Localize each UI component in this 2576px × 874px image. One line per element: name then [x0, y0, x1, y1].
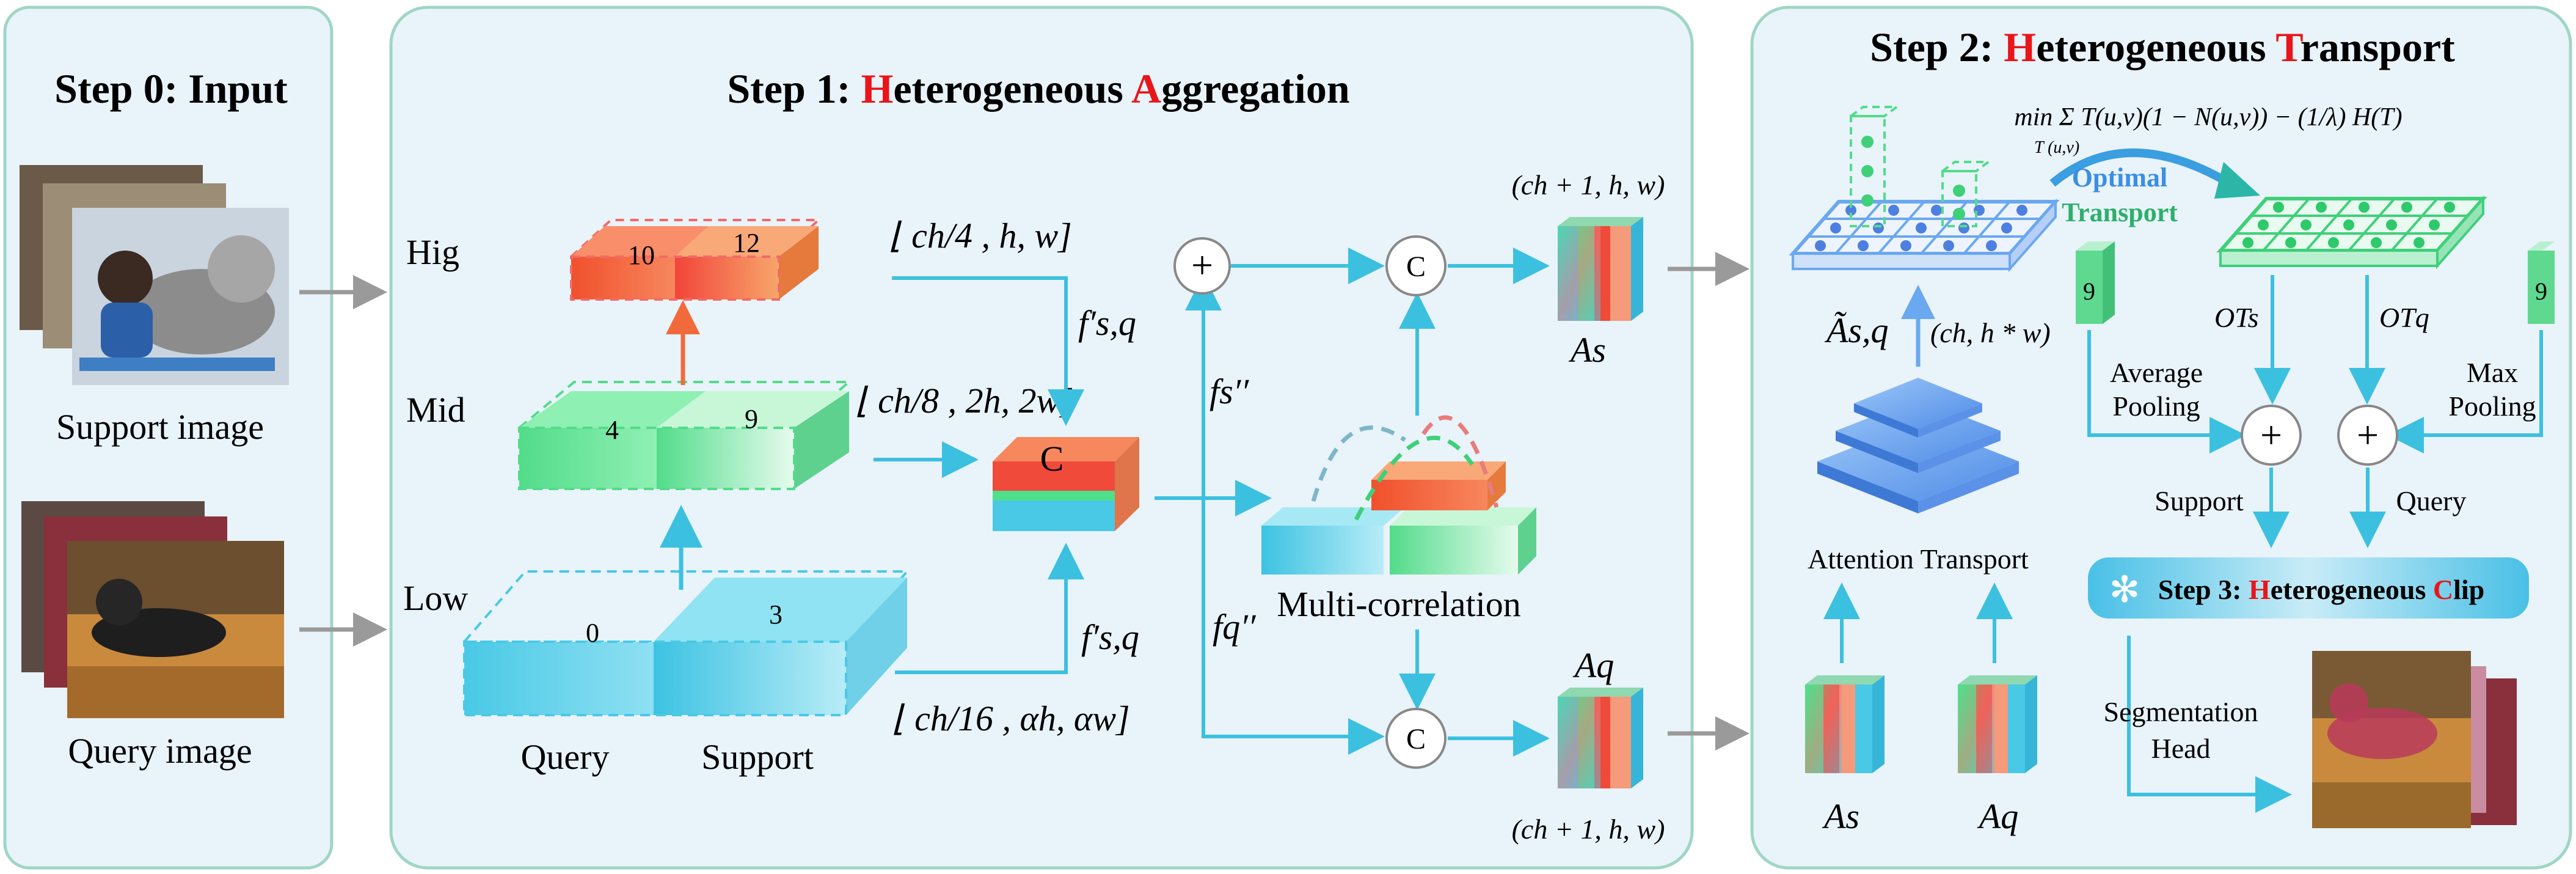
plus-node-query-step2-label: + [2357, 413, 2379, 457]
As-cube-step2 [1805, 675, 1885, 773]
f-q-double-prime: fq′′ [1213, 607, 1257, 647]
support-feature-9: 9 [2076, 241, 2115, 324]
block-number-low-query: 0 [586, 618, 599, 648]
optimal-transport-label-1: Optimal [2072, 163, 2167, 193]
support-block-label: Support [701, 737, 814, 777]
f-sq-top-label: f′s,q [1078, 303, 1136, 343]
concat-node-support-label: C [1406, 251, 1426, 283]
mid-dims: ⌊ ch/8 , 2h, 2w] [855, 381, 1074, 420]
snowflake-icon: ✻ [2109, 570, 2140, 610]
arrow-maxpool-to-plus [2387, 330, 2543, 454]
arrow-step3-to-seg [2127, 636, 2292, 813]
max-pooling-label-1: Max [2467, 357, 2518, 388]
concat-node-support [1385, 235, 1447, 296]
arrow-concat-to-query-c [1202, 498, 1385, 755]
step2-title: Step 2: Heterogeneous Transport [1870, 24, 2455, 70]
level-high-label: Hig [406, 232, 459, 272]
Aq-label-step2: Aq [1977, 796, 2018, 836]
block-number-high-query: 10 [628, 240, 655, 270]
block-number-low-support: 3 [769, 600, 783, 630]
avg-pooling-label-2: Pooling [2112, 391, 2200, 422]
low-blocks: 0 3 [461, 570, 910, 716]
concat-cube-label: C [1040, 439, 1064, 479]
query-feature-9-label: 9 [2535, 277, 2547, 305]
A-tilde-dims: (ch, h * w) [1930, 317, 2051, 348]
level-mid-label: Mid [406, 390, 465, 430]
plus-node-query-step2 [2337, 405, 2398, 466]
query-out-label: Query [2396, 485, 2467, 516]
step0-title: Step 0: Input [54, 65, 288, 112]
query-feature-9: 9 [2528, 241, 2555, 324]
attention-transport-label: Attention Transport [1808, 543, 2029, 575]
high-blocks: 10 12 [567, 219, 822, 301]
segmentation-output-images [2312, 651, 2517, 828]
concat-node-query [1385, 708, 1447, 769]
concat-node-query-label: C [1406, 723, 1426, 755]
query-image-label: Query image [68, 731, 252, 771]
support-image-label: Support image [56, 407, 264, 447]
plus-node-support [1173, 237, 1231, 295]
arrow-low-to-concat [895, 543, 1084, 674]
support-image-stack [20, 165, 289, 385]
plus-node-support-step2-label: + [2260, 413, 2282, 457]
cost-grid [1789, 106, 2060, 273]
As-feature-cube [1558, 217, 1643, 321]
support-out-label: Support [2155, 485, 2244, 516]
plus-node-support-step2 [2241, 405, 2302, 466]
seg-head-label-2: Head [2151, 733, 2210, 764]
out-dims-top: (ch + 1, h, w) [1512, 169, 1665, 200]
arrow-avgpool-to-plus [2087, 330, 2246, 454]
block-number-mid-support: 9 [745, 404, 758, 434]
ot-formula-sub: T (u,v) [2034, 138, 2079, 157]
attention-pyramid [1817, 378, 2019, 513]
seg-head-label-1: Segmentation [2104, 696, 2258, 727]
avg-pooling-label-1: Average [2110, 357, 2203, 388]
Aq-feature-cube [1558, 688, 1643, 788]
concat-cube: C [993, 437, 1139, 531]
plus-node-support-label: + [1191, 243, 1213, 287]
block-number-mid-query: 4 [605, 415, 619, 445]
f-sq-bottom-label: f′s,q [1081, 617, 1139, 657]
transport-plan-grid [2216, 195, 2487, 270]
Aq-label-step1: Aq [1572, 645, 1614, 685]
ot-arc [2049, 149, 2232, 188]
step3-bar [2088, 557, 2529, 619]
optimal-transport-label-2: Transport [2062, 197, 2178, 227]
arrow-high-to-concat [892, 276, 1084, 426]
low-dims: ⌊ ch/16 , αh, αw] [892, 699, 1130, 738]
multi-correlation-label: Multi-correlation [1277, 584, 1520, 624]
max-pooling-label-2: Pooling [2448, 391, 2536, 422]
out-dims-bottom: (ch + 1, h, w) [1512, 813, 1665, 845]
Aq-cube-step2 [1958, 675, 2037, 773]
support-feature-9-label: 9 [2083, 277, 2095, 305]
level-low-label: Low [403, 578, 468, 618]
step3-title: Step 3: Heterogeneous Clip [2158, 574, 2485, 605]
f-s-double-prime: fs′′ [1210, 372, 1249, 411]
ot-arc-head [2214, 162, 2260, 199]
OTs-label: OTs [2214, 302, 2258, 333]
As-label-step2: As [1822, 796, 1859, 836]
query-block-label: Query [521, 737, 610, 777]
multi-correlation-blocks [1261, 415, 1536, 575]
step1-title: Step 1: Heterogeneous Aggregation [727, 65, 1349, 112]
query-image-stack [21, 501, 284, 718]
As-label-step1: As [1568, 330, 1606, 370]
block-number-high-support: 12 [733, 228, 760, 258]
ot-formula: min Σ T(u,v)(1 − N(u,v)) − (1/λ) H(T) [2014, 103, 2402, 131]
OTq-label: OTq [2379, 302, 2429, 333]
mid-blocks: 4 9 [516, 381, 853, 490]
A-tilde-label: Ãs,q [1824, 310, 1889, 350]
high-dims: ⌊ ch/4 , h, w] [889, 216, 1072, 255]
